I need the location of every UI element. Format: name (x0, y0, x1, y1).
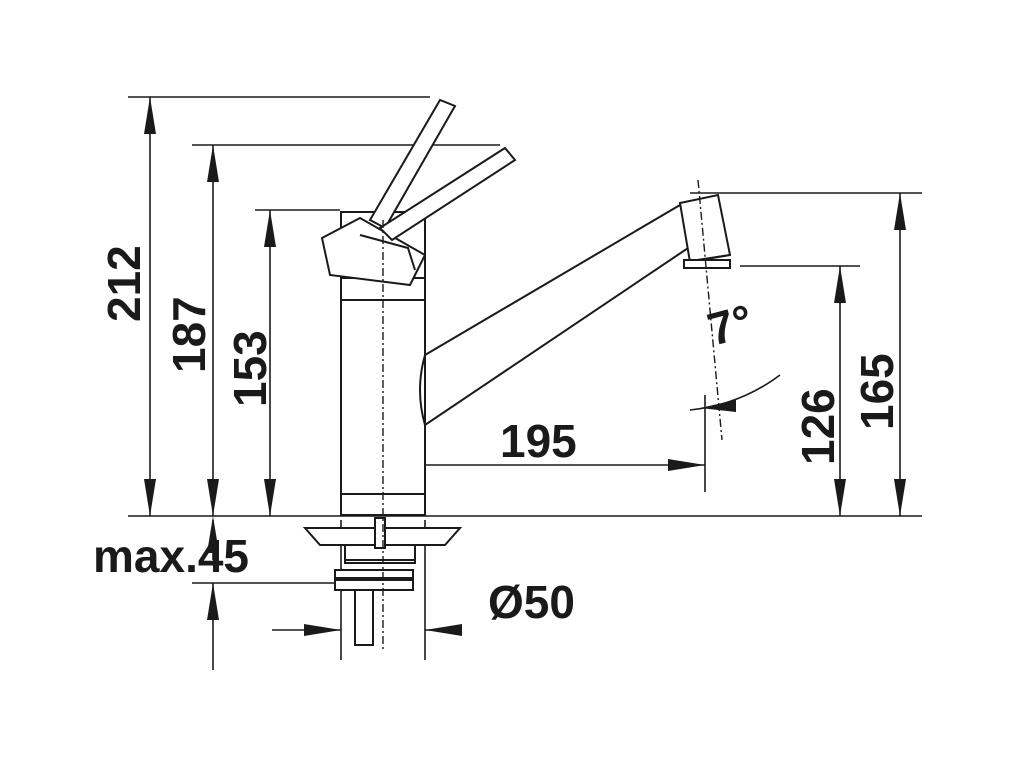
dimension-label-195: 195 (500, 415, 577, 467)
dimension-label-angle: 7° (702, 294, 758, 356)
dimension-label-max45: max.45 (93, 530, 249, 582)
dimension-line-187 (207, 145, 219, 516)
dimension-label-187: 187 (163, 296, 215, 373)
mounting-hardware (302, 517, 463, 646)
dimension-label-126: 126 (792, 388, 844, 465)
faucet-lever-raised (368, 98, 457, 230)
dimension-line-212 (144, 97, 156, 516)
faucet-lever-middle (378, 146, 517, 242)
center-axes (382, 179, 723, 650)
dimension-label-153: 153 (224, 330, 276, 407)
spout-angle-indicator (689, 374, 781, 412)
dimension-label-212: 212 (98, 245, 150, 322)
dimension-line-126 (834, 266, 846, 516)
dimension-line-153 (264, 210, 276, 516)
dimension-label-165: 165 (851, 353, 903, 430)
dimension-line-max45 (207, 516, 219, 670)
dimension-line-165 (894, 193, 906, 516)
dimension-line-diameter (272, 624, 462, 636)
dimension-label-diameter: Ø50 (488, 576, 575, 628)
